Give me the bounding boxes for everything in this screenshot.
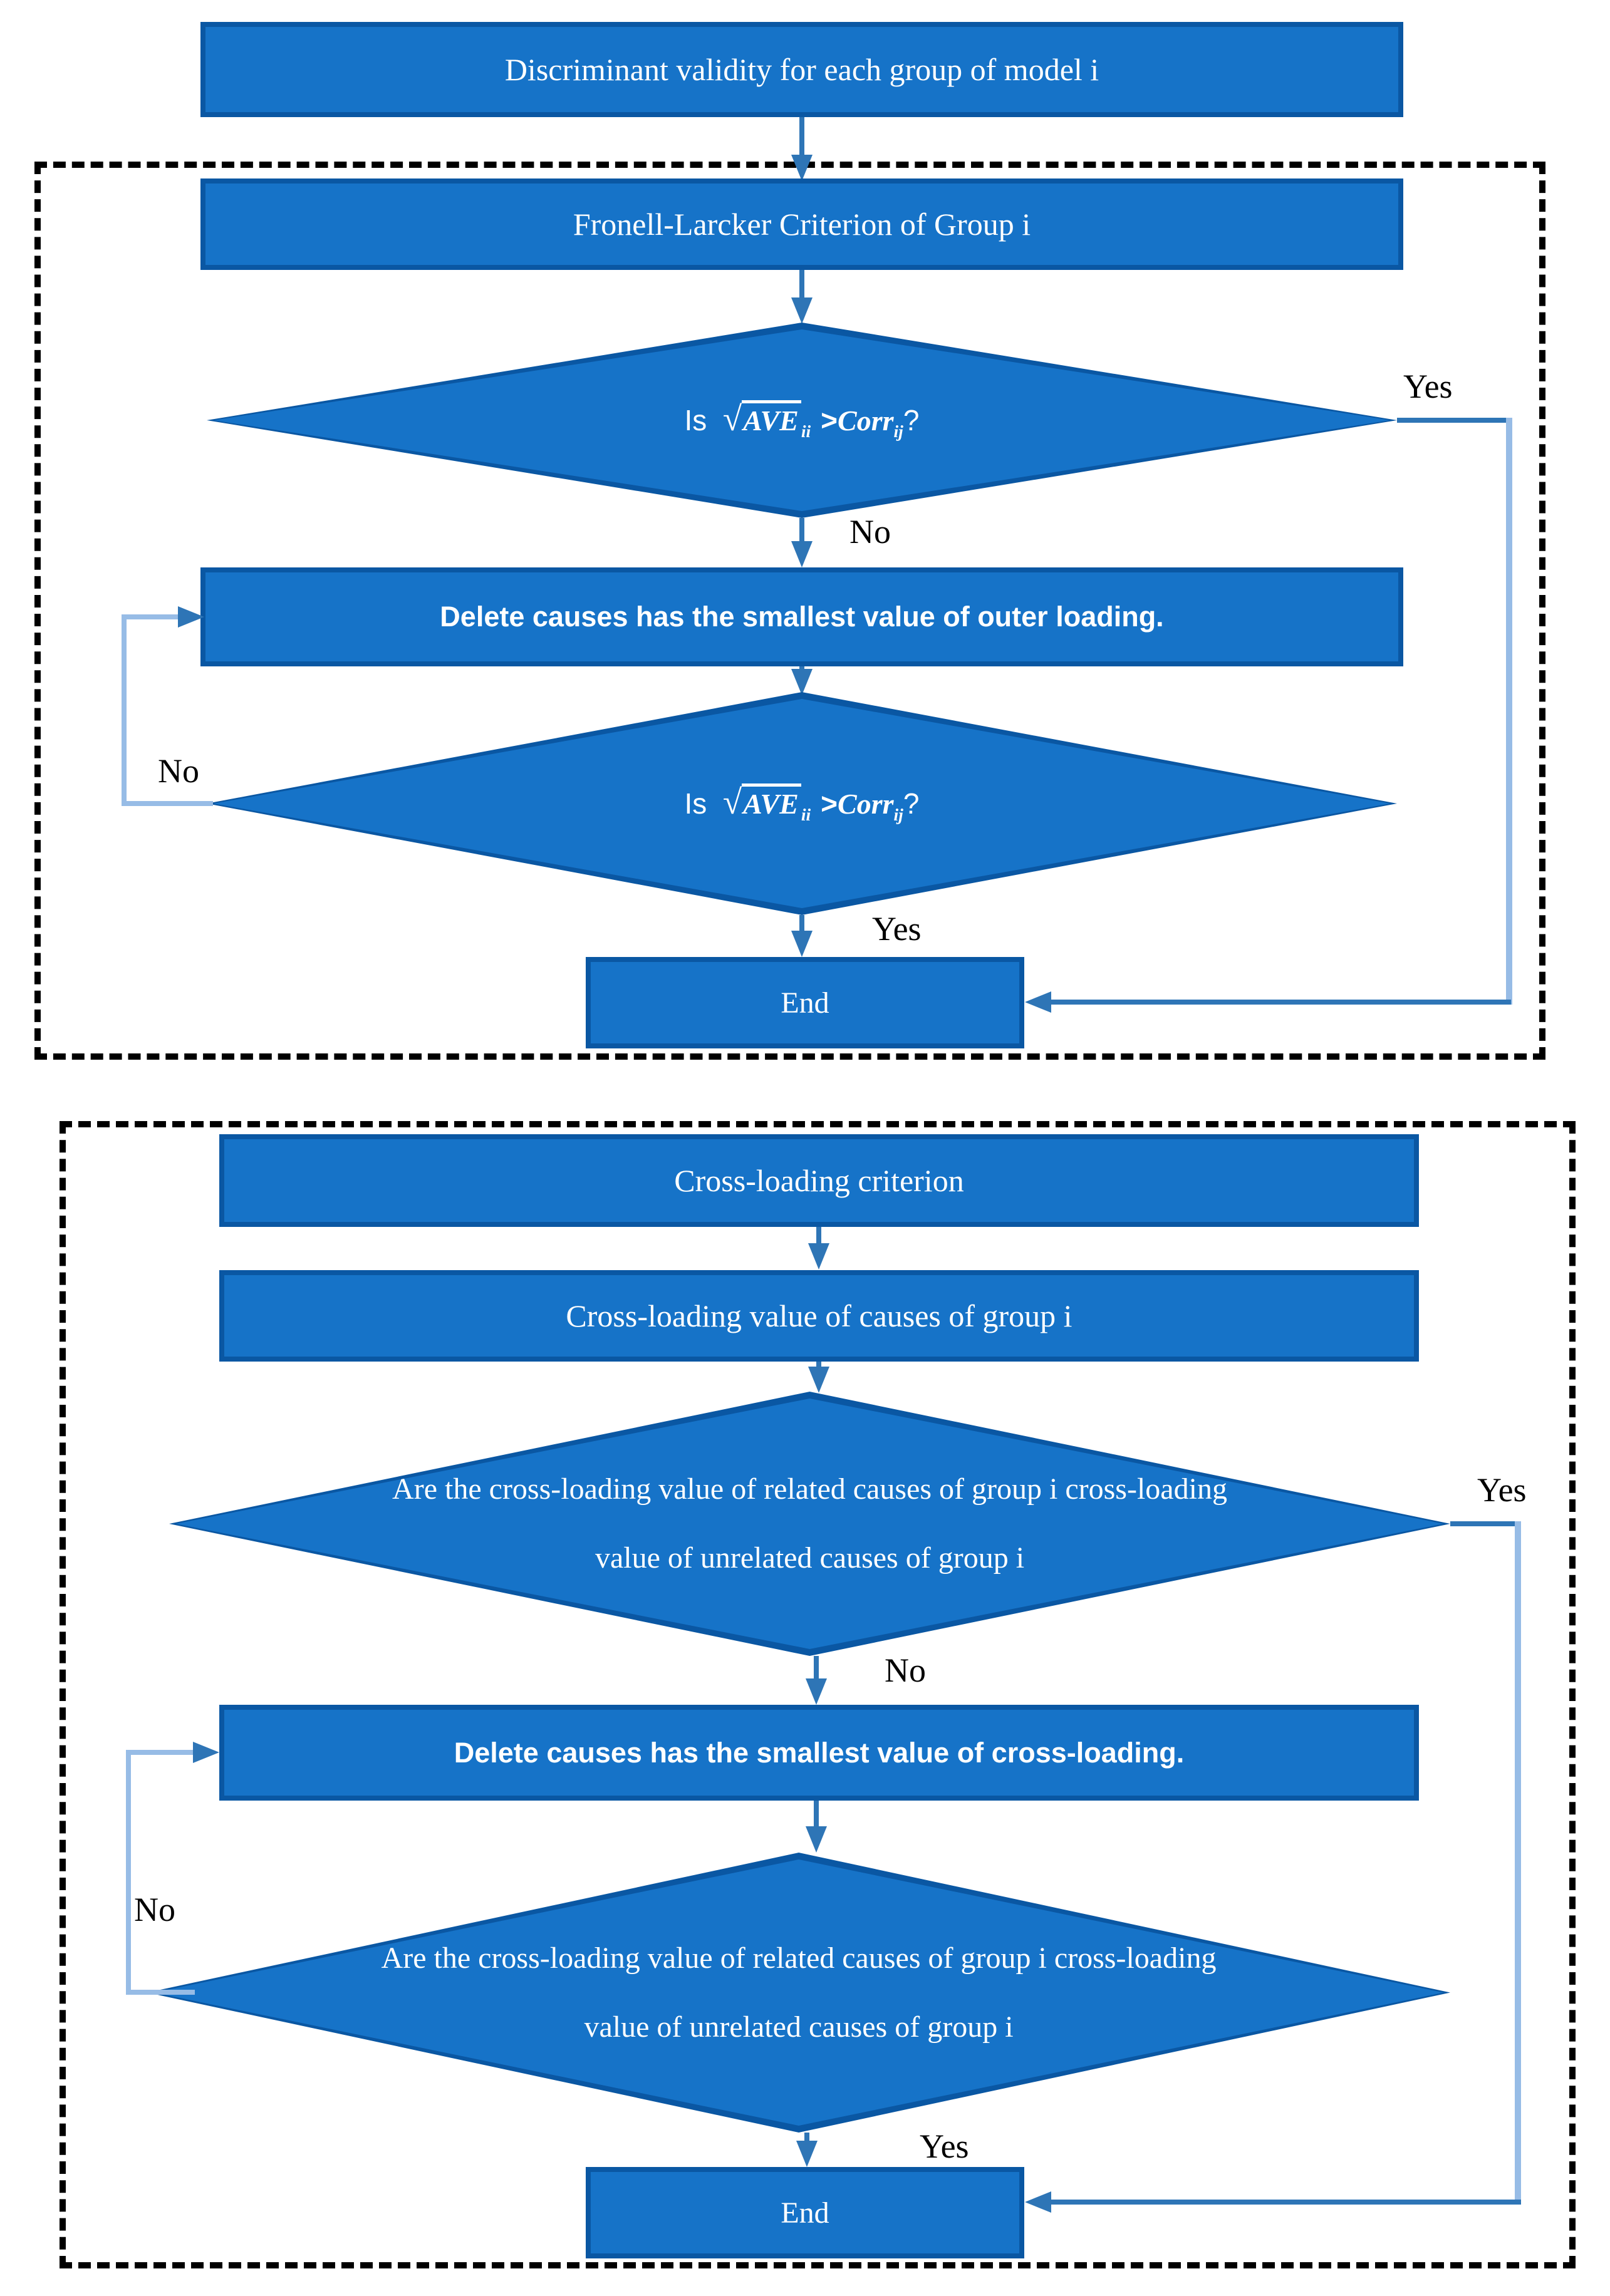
formula-is: Is [684, 403, 707, 437]
fornell-yes1-label: Yes [1403, 368, 1453, 405]
crossloading-yes2-label: Yes [920, 2128, 969, 2165]
crossloading-group-border [60, 1121, 1576, 2268]
formula-corr-sub: ij [893, 421, 903, 442]
crossloading-header-text: Cross-loading criterion [674, 1163, 964, 1198]
crossloading-decision1-line1: Are the cross-loading value of related c… [392, 1472, 1227, 1506]
crossloading-yes1-arrowhead [1025, 2191, 1051, 2213]
fornell-end-node: End [586, 957, 1024, 1048]
formula-gt: > [821, 403, 838, 437]
formula-qmark: ? [903, 787, 920, 820]
crossloading-yes1-vline [1515, 1521, 1521, 2205]
crossloading-decision1-line2: value of unrelated causes of group i [595, 1541, 1025, 1575]
arrow-clheader-to-step [816, 1227, 821, 1244]
arrow-cldelete-to-decision2 [814, 1801, 819, 1829]
crossloading-end-text: End [781, 2196, 829, 2230]
arrowhead-cldecision1-to-delete [806, 1678, 827, 1705]
fornell-delete-node: Delete causes has the smallest value of … [200, 567, 1403, 666]
crossloading-step-text: Cross-loading value of causes of group i [566, 1298, 1072, 1333]
crossloading-decision1-fill: Are the cross-loading value of related c… [176, 1399, 1443, 1649]
fornell-yes1-hline [1397, 418, 1511, 423]
crossloading-loop-hline-top [126, 1750, 195, 1755]
arrow-cldecision1-to-delete [814, 1656, 819, 1680]
arrow-title-to-header [799, 117, 804, 157]
fornell-delete-text: Delete causes has the smallest value of … [440, 601, 1164, 633]
crossloading-no1-label: No [885, 1652, 926, 1689]
arrow-step-to-cldecision1 [816, 1362, 821, 1368]
arrow-header-to-decision1 [799, 270, 804, 299]
formula-gt: > [821, 787, 838, 820]
crossloading-delete-node: Delete causes has the smallest value of … [219, 1705, 1419, 1801]
crossloading-delete-text: Delete causes has the smallest value of … [454, 1736, 1185, 1769]
crossloading-decision1-diamond: Are the cross-loading value of related c… [169, 1392, 1450, 1656]
arrowhead-cldelete-to-decision2 [806, 1826, 827, 1853]
crossloading-step-node: Cross-loading value of causes of group i [219, 1270, 1419, 1362]
formula-ave: AVE [742, 783, 801, 820]
crossloading-decision2-diamond: Are the cross-loading value of related c… [147, 1853, 1450, 2133]
formula-ave: AVE [742, 400, 801, 437]
crossloading-decision2-fill: Are the cross-loading value of related c… [154, 1859, 1443, 2126]
title-node: Discriminant validity for each group of … [200, 22, 1403, 117]
arrowhead-delete-to-decision2 [791, 669, 813, 695]
crossloading-header-node: Cross-loading criterion [219, 1134, 1419, 1227]
arrowhead-step-to-cldecision1 [808, 1367, 829, 1393]
formula-ave-sub: ii [801, 805, 811, 825]
arrowhead-decision2-to-end [791, 931, 813, 957]
formula-qmark: ? [903, 403, 920, 437]
arrowhead-decision1-to-delete [791, 541, 813, 567]
crossloading-loop-arrowhead [193, 1742, 219, 1763]
fornell-yes1-arrowhead [1025, 991, 1051, 1013]
sqrt-radical: √ [722, 782, 742, 821]
arrow-cldecision2-to-end [804, 2133, 809, 2143]
arrowhead-cldecision2-to-end [796, 2141, 818, 2167]
fornell-loop-hline-bottom [122, 801, 213, 806]
fornell-header-node: Fronell-Larcker Criterion of Group i [200, 178, 1403, 270]
crossloading-end-node: End [586, 2167, 1024, 2258]
crossloading-yes1-label: Yes [1477, 1471, 1527, 1509]
crossloading-loop-hline-bottom [126, 1990, 195, 1995]
formula-corr: Corr [838, 404, 894, 437]
title-text: Discriminant validity for each group of … [504, 52, 1099, 87]
sqrt-radical: √ [722, 399, 742, 438]
fornell-loop-vline [122, 614, 127, 806]
formula-is: Is [684, 787, 707, 820]
crossloading-no-loop-label: No [134, 1891, 175, 1928]
formula-ave-sub: ii [801, 421, 811, 442]
fornell-end-text: End [781, 986, 829, 1020]
formula-corr-sub: ij [893, 805, 903, 825]
fornell-no1-label: No [849, 513, 891, 551]
formula-corr: Corr [838, 787, 894, 820]
fornell-yes1-into-end [1051, 1000, 1511, 1005]
fornell-header-text: Fronell-Larcker Criterion of Group i [573, 207, 1031, 242]
arrow-decision1-to-delete [799, 518, 804, 544]
arrow-decision2-to-end [799, 915, 804, 932]
crossloading-decision2-line1: Are the cross-loading value of related c… [381, 1941, 1217, 1975]
crossloading-yes1-into-end [1051, 2200, 1521, 2205]
fornell-loop-hline-top [122, 614, 182, 619]
arrowhead-clheader-to-step [808, 1243, 829, 1270]
fornell-yes2-label: Yes [872, 910, 922, 948]
crossloading-decision2-line2: value of unrelated causes of group i [584, 2010, 1014, 2044]
crossloading-yes1-hline [1450, 1521, 1521, 1526]
fornell-yes1-vline [1506, 418, 1512, 1005]
arrowhead-title-to-header [791, 155, 813, 181]
fornell-no-loop-label: No [158, 752, 199, 790]
fornell-group-border [34, 162, 1545, 1060]
fornell-loop-arrowhead [178, 606, 204, 628]
crossloading-loop-vline [126, 1750, 131, 1995]
arrowhead-header-to-decision1 [791, 297, 813, 324]
